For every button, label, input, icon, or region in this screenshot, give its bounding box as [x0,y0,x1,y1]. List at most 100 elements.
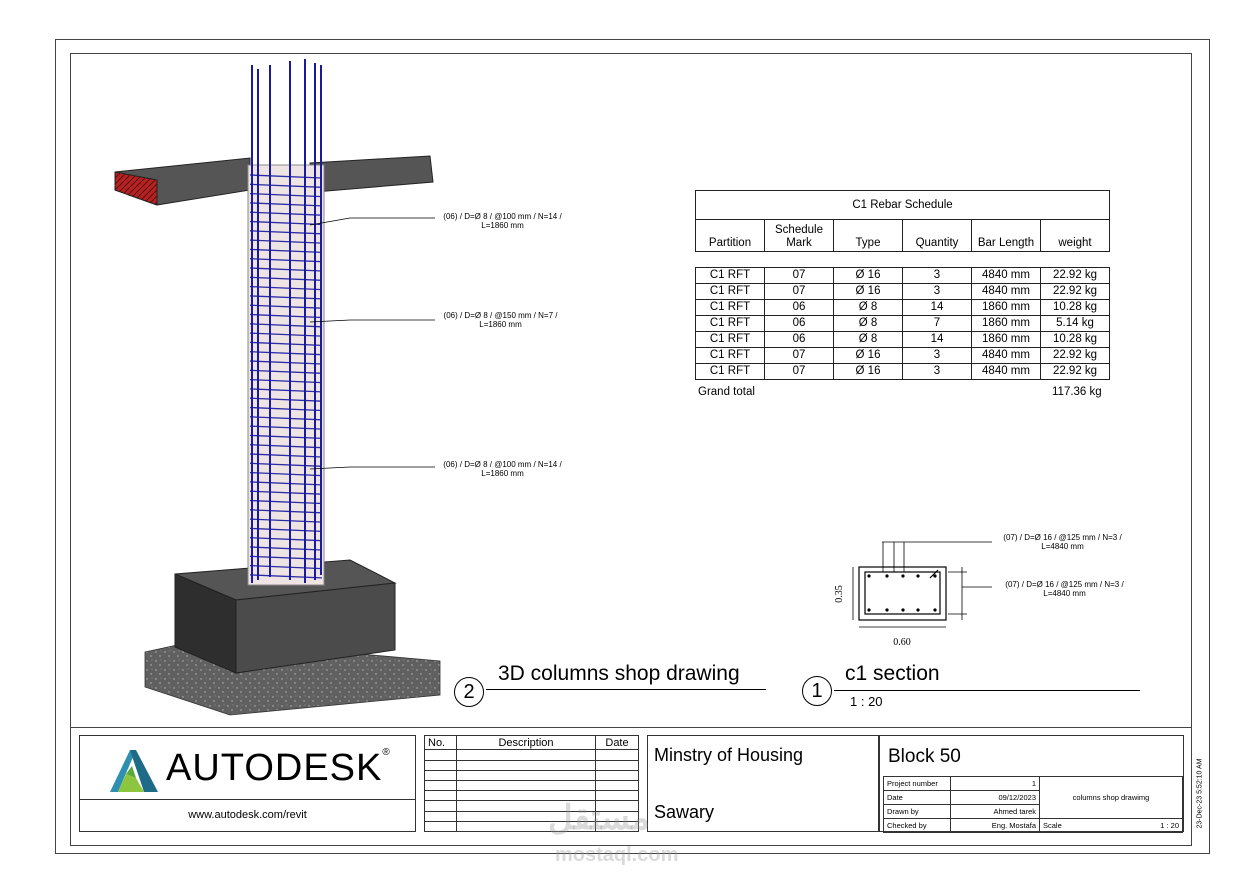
schedule-cell: 22.92 kg [1040,363,1110,380]
tie-annotation-bottom: (06) / D=Ø 8 / @100 mm / N=14 /L=1860 mm [443,460,562,478]
schedule-cell: 3 [902,283,972,300]
sheet-inner-border [70,53,1192,846]
schedule-cell: Ø 8 [833,299,903,316]
schedule-cell: C1 RFT [695,315,765,332]
schedule-cell: Ø 16 [833,283,903,300]
schedule-cell: Ø 16 [833,347,903,364]
project-panel: Minstry of Housing Sawary [647,735,879,832]
section-outline [858,566,947,621]
owner-name: Minstry of Housing [654,745,804,765]
grand-total-label: Grand total [698,386,755,398]
schedule-cell: 5.14 kg [1040,315,1110,332]
column-body [247,164,325,586]
view-2-underline [486,689,766,690]
schedule-cell: 06 [764,299,834,316]
sheet-title: Block 50 [888,746,961,767]
schedule-cell: 22.92 kg [1040,283,1110,300]
rev-no-header: No. [424,734,457,751]
rev-description-header: Description [456,734,596,751]
section-annotation-top: (07) / D=Ø 16 / @125 mm / N=3 /L=4840 mm [1003,533,1122,551]
revision-table: No. Description Date [424,734,639,833]
sheet-name: columns shop drawimg [1039,776,1183,819]
schedule-cell: 14 [902,299,972,316]
logo-panel: AUTODESK® www.autodesk.com/revit [79,735,416,832]
view-1-scale: 1 : 20 [850,694,883,709]
schedule-cell: 06 [764,315,834,332]
schedule-header: Quantity [902,219,972,252]
project-name: Sawary [654,802,715,822]
schedule-cell: 07 [764,347,834,364]
schedule-cell: 22.92 kg [1040,267,1110,284]
schedule-header: Type [833,219,903,252]
sheet-info-table: Project number 1 columns shop drawimg Da… [883,776,1183,833]
tie-annotation-middle: (06) / D=Ø 8 / @150 mm / N=7 /L=1860 mm [443,311,558,329]
schedule-cell: 4840 mm [971,347,1041,364]
schedule-cell: 10.28 kg [1040,299,1110,316]
titleblock-divider [70,727,1192,728]
stirrup-ties [249,174,323,579]
autodesk-logo-icon [110,750,158,792]
schedule-cell: 22.92 kg [1040,347,1110,364]
schedule-cell: 07 [764,363,834,380]
schedule-cell: 1860 mm [971,315,1041,332]
grand-total-value: 117.36 kg [1052,386,1102,398]
schedule-cell: Ø 8 [833,331,903,348]
website-link[interactable]: www.autodesk.com/revit [188,809,307,821]
schedule-header: Bar Length [971,219,1041,252]
leader-lines [309,217,435,470]
view-2-title: 3D columns shop drawing [498,662,740,685]
schedule-cell: C1 RFT [695,331,765,348]
schedule-cell: 14 [902,331,972,348]
schedule-cell: 06 [764,331,834,348]
sheet-outer-border [55,39,1210,854]
schedule-cell: 4840 mm [971,267,1041,284]
schedule-cell: C1 RFT [695,267,765,284]
rev-date-header: Date [595,734,639,751]
schedule-cell: Ø 16 [833,363,903,380]
autodesk-wordmark: AUTODESK® [166,747,391,789]
schedule-cell: 07 [764,283,834,300]
schedule-cell: 10.28 kg [1040,331,1110,348]
schedule-cell: 7 [902,315,972,332]
footing-side [235,582,396,674]
rebar-schedule-table: C1 Rebar Schedule Partition Schedule Mar… [695,190,1110,380]
schedule-title: C1 Rebar Schedule [695,190,1110,220]
section-stirrup [864,571,941,615]
schedule-cell: C1 RFT [695,347,765,364]
view-1-title: c1 section [845,662,940,685]
column-3d-drawing [114,59,441,716]
watermark-arabic: مستقل [548,799,650,837]
section-width-dim: 0.60 [893,637,911,648]
schedule-header: Schedule Mark [764,219,834,252]
schedule-cell: 1860 mm [971,299,1041,316]
schedule-cell: Ø 8 [833,315,903,332]
schedule-cell: 3 [902,267,972,284]
schedule-cell: 3 [902,347,972,364]
schedule-cell: Ø 16 [833,267,903,284]
view-2-bubble: 2 [454,677,484,707]
vertical-rebars [251,59,322,583]
view-1-underline [834,690,1140,691]
print-timestamp: 23-Dec-23 5:52:10 AM [1196,758,1204,829]
schedule-header: weight [1040,219,1110,252]
beam-right [309,155,434,193]
schedule-cell: C1 RFT [695,299,765,316]
section-bars [867,574,937,612]
schedule-header: Partition [695,219,765,252]
watermark-latin: mostaql.com [555,844,679,866]
schedule-cell: 4840 mm [971,283,1041,300]
schedule-cell: C1 RFT [695,283,765,300]
schedule-cell: 07 [764,267,834,284]
schedule-cell: 3 [902,363,972,380]
section-annotation-side: (07) / D=Ø 16 / @125 mm / N=3 /L=4840 mm [1005,580,1124,598]
column-section-drawing: 0.35 0.60 [834,541,992,648]
schedule-cell: 4840 mm [971,363,1041,380]
